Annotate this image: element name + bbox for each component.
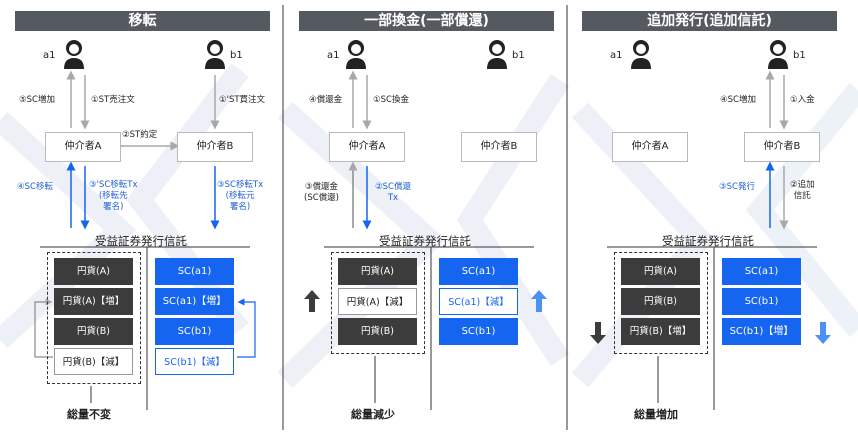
yen-block-a: 円貨(A) [621,258,700,285]
label-sc-transfer-tx-src: ③SC移転Tx (移転元 署名) [217,180,264,212]
user-a1-label: a1 [43,50,56,61]
sc-block-b1-increase: SC(b1)【増】 [722,318,801,345]
label-sc-increase: ④SC増加 [720,95,756,105]
label-st-agreement: ②ST約定 [122,130,158,140]
label-sc-redemption-tx: ②SC償還 Tx [375,182,411,203]
broker-b: 仲介者B [744,132,820,162]
total-label: 総量増加 [634,408,678,421]
trust-title: 受益証券発行信託 [95,234,187,248]
arrow-up-blue-icon [531,290,547,312]
arrow-up-dark-icon [304,290,320,312]
label-sc-cash: ①SC換金 [373,95,409,105]
yen-block-a-decrease: 円貨(A)【減】 [338,288,417,315]
user-b1-icon [487,40,507,69]
label-deposit: ①入金 [790,95,815,105]
user-a1-icon [631,40,651,69]
user-a1-icon [64,40,84,69]
broker-b: 仲介者B [177,132,253,162]
user-a1-icon [346,40,366,69]
user-b1-icon [768,40,788,69]
sc-block-a1-decrease: SC(a1)【減】 [439,288,518,315]
trust-title: 受益証券発行信託 [379,234,471,248]
label-sc-issue: ③SC発行 [719,182,755,192]
broker-a: 仲介者A [612,132,688,162]
yen-pool-box [47,252,141,384]
broker-a: 仲介者A [45,132,121,162]
panel-arrows [324,70,534,410]
user-a1-label: a1 [327,50,340,61]
label-st-buy: ①'ST買注文 [219,95,266,105]
label-sc-increase: ⑤SC増加 [19,95,55,105]
user-b1-label: b1 [230,50,243,61]
sc-block-b1: SC(b1) [722,288,801,315]
label-additional-trust: ②追加 信託 [790,180,815,201]
yen-block-b: 円貨(B) [621,288,700,315]
total-label: 総量減少 [351,408,395,421]
yen-pool-box [331,252,425,354]
sc-block-a1: SC(a1) [439,258,518,285]
sc-block-b1: SC(b1) [439,318,518,345]
sc-block-b1-decrease: SC(b1)【減】 [155,348,234,375]
sc-block-a1: SC(a1) [722,258,801,285]
panel-partial-redemption: 一部換金(一部償還) a1 b1 ④償還金 ①SC換金 仲介者A [289,0,565,435]
user-b1-label: b1 [512,50,525,61]
yen-block-a: 円貨(A) [338,258,417,285]
yen-block-a: 円貨(A) [54,258,133,285]
broker-b: 仲介者B [461,132,537,162]
arrow-down-blue-icon [815,322,831,344]
label-redemption-money: ④償還金 [309,95,343,105]
panel-arrows [607,70,817,410]
label-sc-transfer: ④SC移転 [17,182,53,192]
sc-block-a1: SC(a1) [155,258,234,285]
panel-title: 一部換金(一部償還) [299,11,554,31]
sc-block-a1-increase: SC(a1)【増】 [155,288,234,315]
user-a1-label: a1 [610,50,623,61]
label-redemption-sc: ③償還金 (SC償還) [304,182,339,203]
sc-block-b1: SC(b1) [155,318,234,345]
yen-block-b-decrease: 円貨(B)【減】 [54,348,133,375]
yen-block-b-increase: 円貨(B)【増】 [621,318,700,345]
user-b1-label: b1 [793,50,806,61]
arrow-down-dark-icon [590,322,606,344]
yen-block-b: 円貨(B) [54,318,133,345]
panel-transfer: 移転 a [5,0,281,435]
label-sc-transfer-tx-dest: ③'SC移転Tx (移転先 署名) [89,180,138,212]
panel-additional-issuance: 追加発行(追加信託) a1 b1 ④SC増加 ①入金 仲介者A 仲 [572,0,848,435]
trust-title: 受益証券発行信託 [662,234,754,248]
user-b1-icon [205,40,225,69]
yen-block-a-increase: 円貨(A)【増】 [54,288,133,315]
panel-arrows [34,70,256,410]
broker-a: 仲介者A [329,132,405,162]
total-label: 総量不変 [67,408,111,421]
panel-title: 追加発行(追加信託) [582,11,837,31]
label-st-sell: ①ST売注文 [91,95,135,105]
panel-title: 移転 [15,11,270,31]
yen-pool-box [614,252,708,354]
yen-block-b: 円貨(B) [338,318,417,345]
